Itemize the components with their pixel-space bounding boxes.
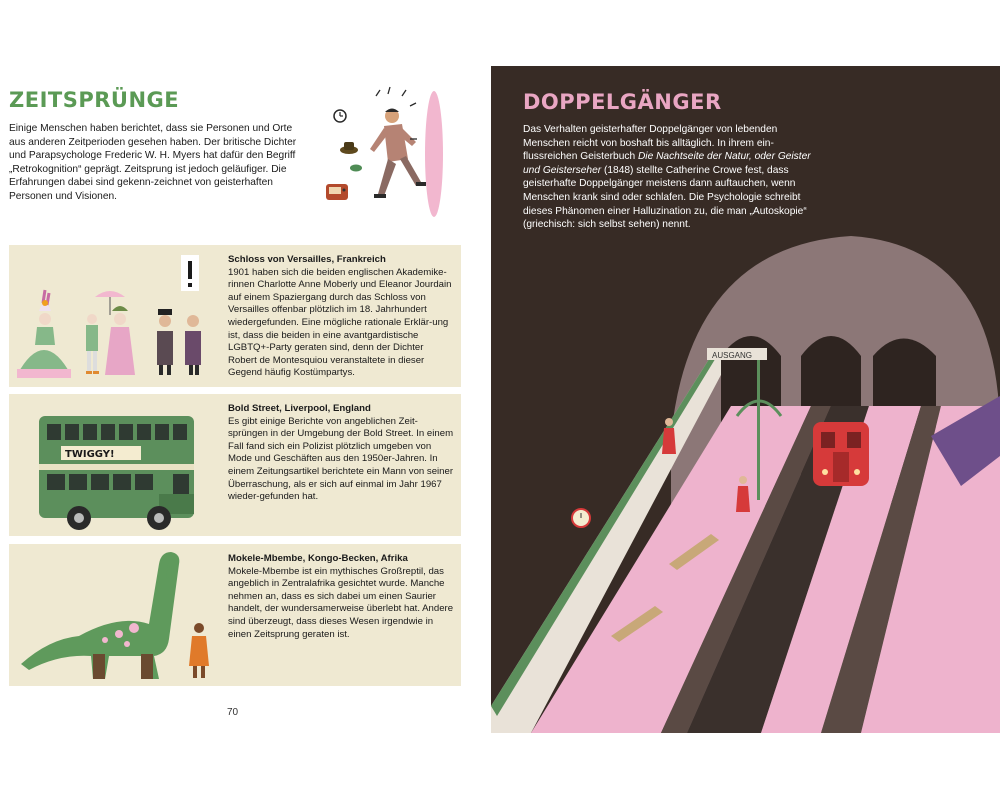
versailles-body: 1901 haben sich die beiden englischen Ak… [228, 266, 452, 379]
intro-text-right: Das Verhalten geisterhafter Doppelgänger… [523, 123, 823, 232]
exit-sign-text: AUSGANG [712, 351, 752, 360]
time-traveler-illustration [326, 86, 443, 217]
versailles-figures-illustration [17, 255, 201, 378]
mokele-mbembe-card: Mokele-Mbembe, Kongo-Becken, Afrika Moke… [9, 544, 461, 686]
double-decker-bus-illustration: TWIGGY! [39, 416, 194, 530]
versailles-card: Schloss von Versailles, Frankreich 1901 … [9, 245, 461, 387]
intro-right-book-title: Die Nachtseite der Natur, oder Geister u… [523, 151, 811, 176]
intro-right-part1: Das Verhalten geisterhafter Doppelgänger… [523, 124, 778, 163]
intro-text-left: Einige Menschen haben berichtet, dass si… [9, 123, 297, 202]
subway-station-illustration: AUSGANG [491, 236, 1000, 733]
versailles-title: Schloss von Versailles, Frankreich [228, 254, 386, 265]
mokele-mbembe-body: Mokele-Mbembe ist ein mythisches Großrep… [228, 565, 454, 640]
intro-right-part2: (1848) stellte Catherine Crowe fest, das… [523, 164, 807, 231]
page-number: 70 [227, 707, 239, 718]
bold-street-card: TWIGGY! Bold Street, Liverpool, England … [9, 394, 461, 536]
mokele-mbembe-title: Mokele-Mbembe, Kongo-Becken, Afrika [228, 553, 408, 564]
dinosaur-illustration [21, 552, 209, 679]
bold-street-text: Bold Street, Liverpool, England Es gibt … [228, 403, 454, 504]
versailles-text: Schloss von Versailles, Frankreich 1901 … [228, 254, 454, 380]
page-title-right: DOPPELGÄNGER [523, 90, 722, 114]
bold-street-title: Bold Street, Liverpool, England [228, 403, 371, 414]
left-page: ZEITSPRÜNGE Einige Menschen haben berich… [0, 0, 490, 800]
page-title-left: ZEITSPRÜNGE [9, 88, 180, 112]
right-page: DOPPELGÄNGER Das Verhalten geisterhafter… [491, 66, 1000, 733]
mokele-mbembe-text: Mokele-Mbembe, Kongo-Becken, Afrika Moke… [228, 553, 454, 641]
bus-ad-text: TWIGGY! [65, 449, 115, 460]
bold-street-body: Es gibt einige Berichte von angeblichen … [228, 415, 454, 503]
